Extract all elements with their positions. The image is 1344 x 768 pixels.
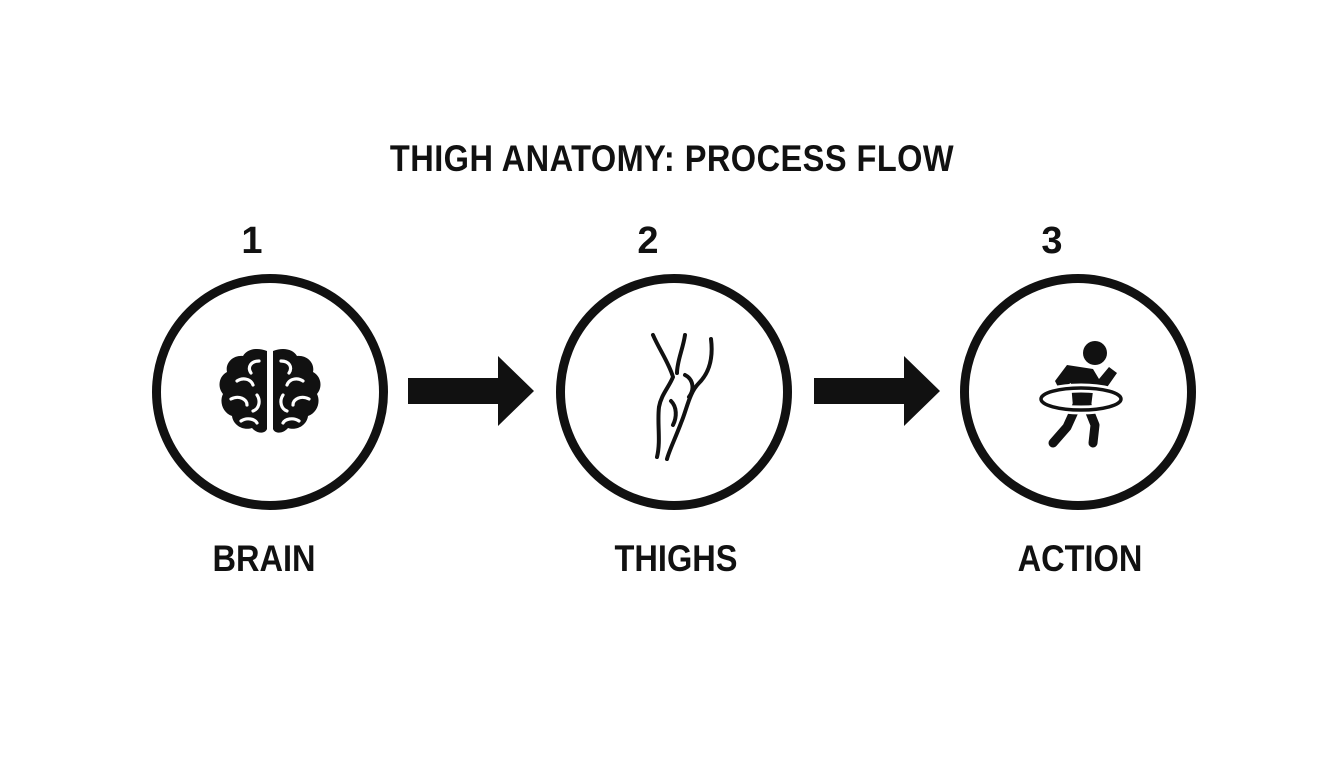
step-1-circle [152, 274, 388, 510]
step-3-circle [960, 274, 1196, 510]
step-2-number: 2 [637, 220, 659, 262]
step-2-label: THIGHS [614, 538, 738, 579]
step-3-number: 3 [1041, 220, 1063, 262]
step-1-number: 1 [241, 220, 263, 262]
step-2-circle [556, 274, 792, 510]
step-3-label: ACTION [1017, 538, 1143, 579]
step-1-label: BRAIN [212, 538, 316, 579]
arrow-right-icon [814, 356, 940, 426]
diagram-title: THIGH ANATOMY: PROCESS FLOW [389, 138, 955, 179]
hula-hoop-figure-icon [1036, 341, 1126, 448]
arrow-right-icon [408, 356, 534, 426]
leg-icon [651, 333, 714, 461]
brain-icon [219, 348, 321, 433]
